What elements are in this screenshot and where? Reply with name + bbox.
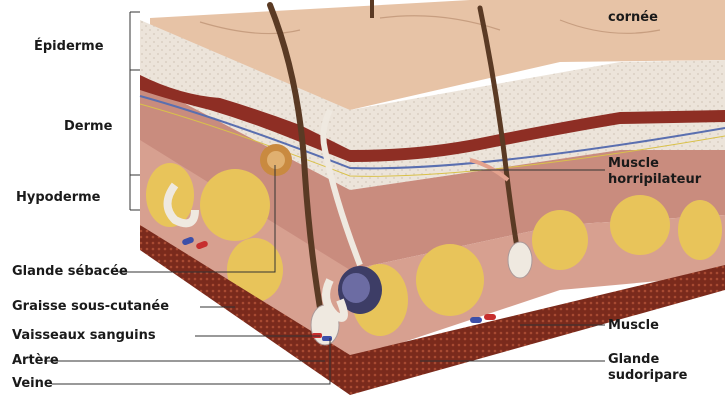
label-graisse-sous-cutanee: Graisse sous-cutanée: [12, 299, 169, 315]
label-muscle-horripilateur-line2: horripilateur: [608, 172, 701, 188]
label-derme: Derme: [64, 119, 112, 135]
label-glande-sudoripare-line2: sudoripare: [608, 368, 687, 384]
label-glande-sebacee: Glande sébacée: [12, 264, 128, 280]
label-hypoderme: Hypoderme: [16, 190, 101, 206]
label-cornee: cornée: [608, 10, 658, 26]
label-artere: Artère: [12, 353, 59, 369]
label-vaisseaux-sanguins: Vaisseaux sanguins: [12, 328, 156, 344]
label-glande-sudoripare-line1: Glande: [608, 352, 659, 368]
label-muscle: Muscle: [608, 318, 659, 334]
label-muscle-horripilateur-line1: Muscle: [608, 156, 659, 172]
label-epiderme: Épiderme: [34, 39, 104, 55]
layer-bracket: [130, 12, 140, 210]
label-veine: Veine: [12, 376, 53, 392]
